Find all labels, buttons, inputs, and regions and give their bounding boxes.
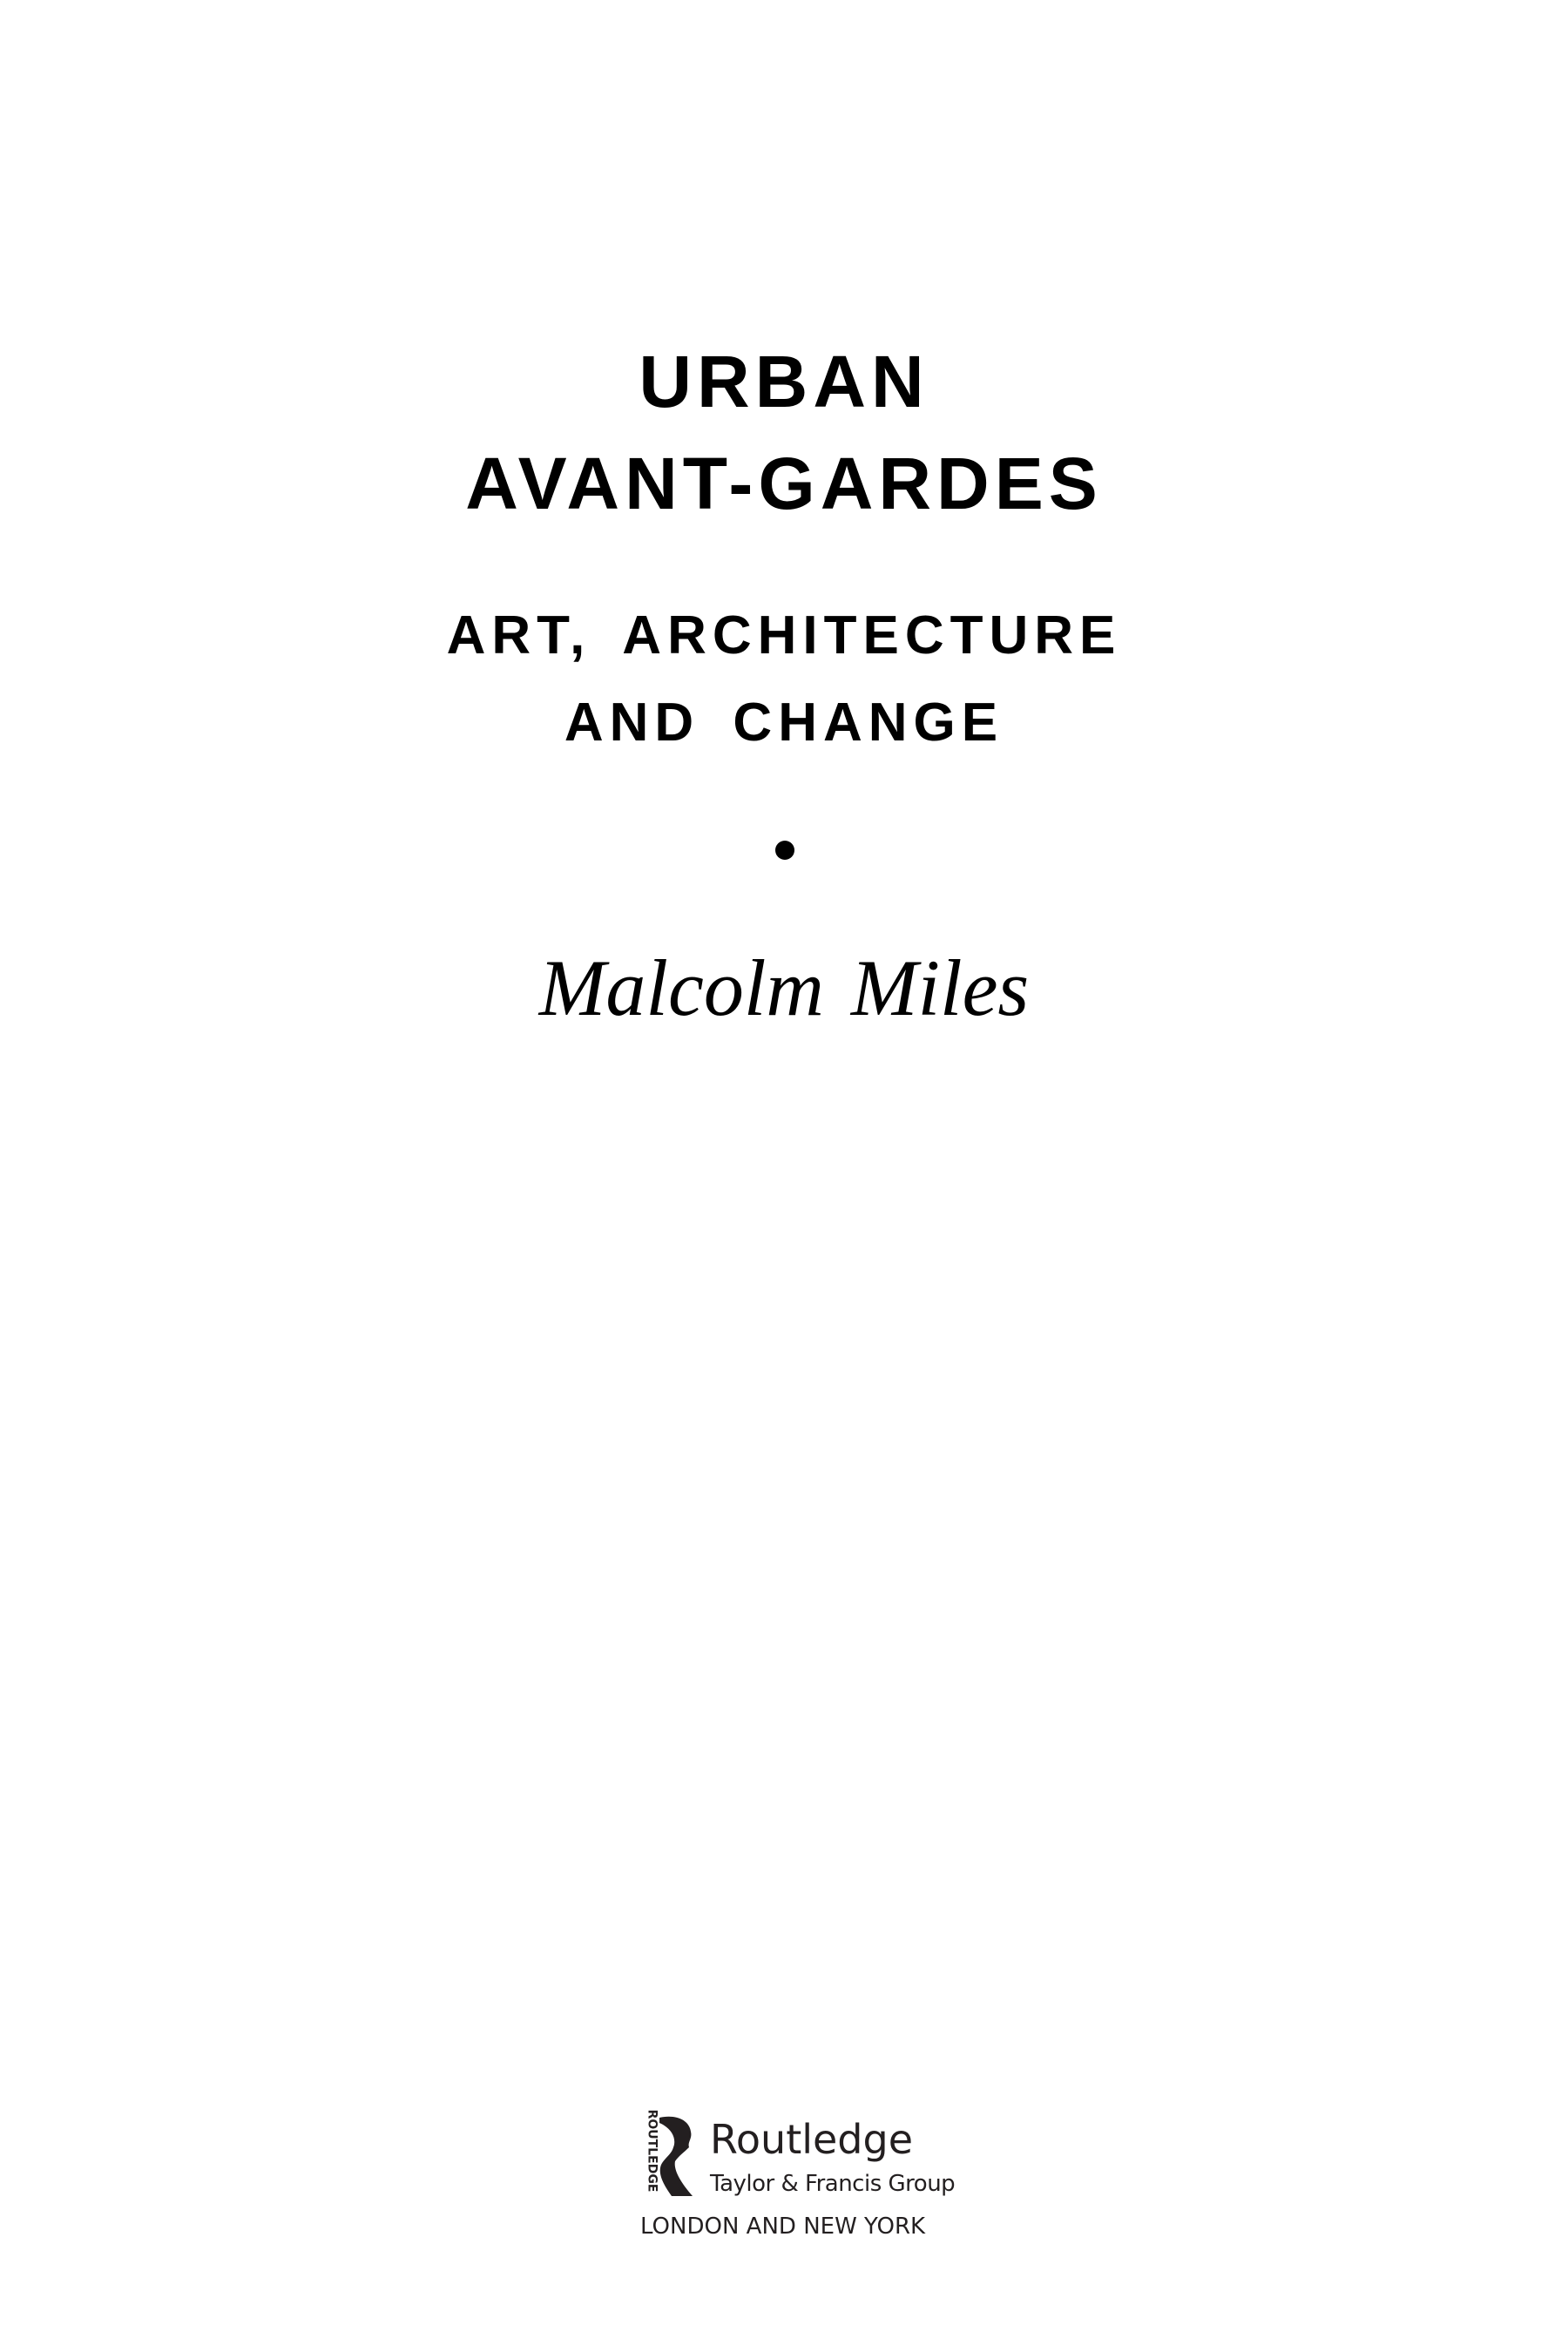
bullet-separator xyxy=(775,841,794,860)
title-line-2: AVANT-GARDES xyxy=(465,443,1103,524)
author-name: Malcolm Miles xyxy=(538,943,1030,1032)
subtitle-line-2: AND CHANGE xyxy=(564,693,1004,753)
logo-vertical-text: ROUTLEDGE xyxy=(645,2109,659,2193)
publisher-locations: LONDON AND NEW YORK xyxy=(640,2213,926,2240)
title-line-1: URBAN xyxy=(639,341,929,422)
routledge-r-icon xyxy=(659,2116,693,2196)
publisher-group: Taylor & Francis Group xyxy=(710,2171,956,2197)
subtitle-line-1: ART, ARCHITECTURE xyxy=(446,605,1122,666)
publisher-logo: ROUTLEDGE Routledge Taylor & Francis Gro… xyxy=(640,2109,956,2252)
publisher-name: Routledge xyxy=(710,2116,914,2163)
